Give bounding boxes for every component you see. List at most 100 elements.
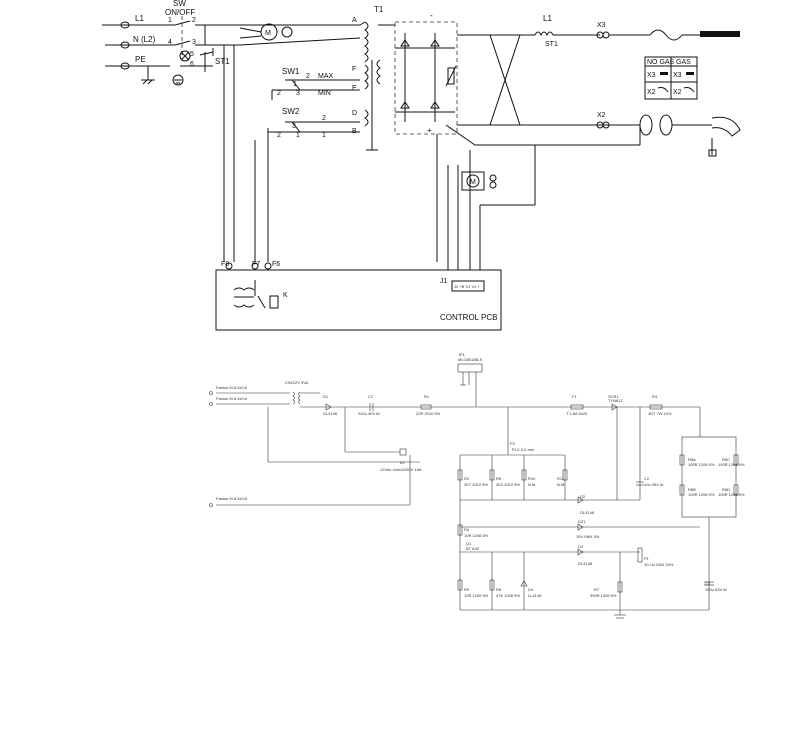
svg-text:M: M	[265, 30, 271, 37]
svg-text:100u 63V Al: 100u 63V Al	[705, 587, 727, 592]
svg-text:F8: F8	[221, 261, 229, 268]
svg-text:MIN: MIN	[318, 90, 331, 97]
svg-text:K1: K1	[400, 460, 406, 465]
control-pcb: CONTROL PCB F8 F7 F6 K J1 J2 +B V1 V1 +	[215, 261, 502, 331]
svg-text:1: 1	[296, 132, 300, 139]
svg-text:D4: D4	[528, 587, 534, 592]
svg-text:100R 1206 5%: 100R 1206 5%	[718, 462, 745, 467]
svg-text:D2: D2	[580, 494, 586, 499]
svg-text:D: D	[352, 110, 357, 117]
svg-text:230/12V 3VA: 230/12V 3VA	[285, 380, 309, 385]
svg-text:F7: F7	[252, 261, 260, 268]
svg-text:D3: D3	[578, 544, 584, 549]
svg-text:2: 2	[306, 73, 310, 80]
svg-text:R2: R2	[464, 476, 470, 481]
svg-text:SW2: SW2	[282, 107, 300, 116]
svg-text:100R 1206 5%: 100R 1206 5%	[688, 492, 715, 497]
svg-text:2: 2	[277, 132, 281, 139]
bottom-transformer: 230/12V 3VA	[267, 380, 700, 463]
svg-text:BT A42: BT A42	[466, 546, 480, 551]
pcb-transformer-icon	[233, 287, 255, 291]
sw-title-2: ON/OFF	[165, 8, 195, 17]
fan-icon	[281, 26, 293, 38]
svg-text:P2: P2	[510, 441, 516, 446]
svg-text:5: 5	[190, 51, 194, 58]
svg-text:DZ1: DZ1	[578, 519, 586, 524]
svg-text:22R 2010 5%: 22R 2010 5%	[416, 411, 441, 416]
work-clamp-icon	[700, 31, 740, 37]
label-pe: PE	[135, 55, 146, 64]
svg-text:M: M	[470, 179, 476, 186]
svg-text:D1: D1	[323, 394, 329, 399]
svg-text:A: A	[352, 17, 357, 24]
transformer-t1: T1 A F E D B	[352, 5, 384, 151]
svg-text:TYN612: TYN612	[608, 398, 623, 403]
torch-icon	[711, 116, 741, 137]
lamp-icon	[179, 50, 191, 62]
svg-text:N.M.: N.M.	[557, 482, 565, 487]
svg-text:R6: R6	[496, 587, 502, 592]
svg-text:R11: R11	[557, 476, 565, 481]
svg-text:X2: X2	[673, 89, 682, 96]
svg-text:JP1: JP1	[458, 352, 466, 357]
svg-text:Faston M 6,3x0,8: Faston M 6,3x0,8	[216, 385, 248, 390]
svg-text:X3: X3	[647, 72, 656, 79]
bottom-connector-jp1: JP1 MLG8018B-S	[457, 352, 483, 407]
svg-text:1: 1	[322, 132, 326, 139]
svg-text:LL4148: LL4148	[528, 593, 542, 598]
label-l1: L1	[135, 14, 144, 23]
svg-text:SCR1: SCR1	[608, 394, 619, 399]
svg-text:220u 40V Al: 220u 40V Al	[358, 411, 380, 416]
svg-text:C3: C3	[705, 581, 711, 586]
svg-text:T1: T1	[374, 5, 384, 14]
bottom-inputs: Faston M 6,3x0,8 Faston M 6,3x0,8 Faston…	[209, 385, 411, 507]
svg-text:X3: X3	[673, 72, 682, 79]
control-pcb-box	[215, 269, 502, 331]
svg-text:F: F	[352, 66, 356, 73]
control-pcb-label: CONTROL PCB	[440, 313, 498, 322]
svg-text:47K 1206 5%: 47K 1206 5%	[496, 593, 520, 598]
relay-coil-icon	[269, 295, 279, 309]
svg-text:DL4148: DL4148	[578, 561, 593, 566]
svg-text:10 Lin 2W4 20%: 10 Lin 2W4 20%	[644, 562, 674, 567]
svg-text:J1: J1	[440, 278, 448, 285]
svg-text:P1: P1	[644, 556, 650, 561]
svg-text:390R 1206 5%: 390R 1206 5%	[590, 593, 617, 598]
welding-cable	[649, 29, 683, 41]
svg-text:R4: R4	[464, 527, 470, 532]
svg-text:X2: X2	[647, 89, 656, 96]
bottom-components: D1 DL4148 C1 220u 40V Al R1 22R 2010 5% …	[323, 394, 745, 619]
mains-input: L1 N (L2) PE	[102, 14, 175, 85]
svg-text:Faston M 6,3x0,8: Faston M 6,3x0,8	[216, 496, 248, 501]
svg-text:DL4148: DL4148	[580, 510, 595, 515]
svg-text:DL4148: DL4148	[323, 411, 338, 416]
svg-text:R8C: R8C	[722, 457, 730, 462]
svg-text:PLC 0,6 mm: PLC 0,6 mm	[512, 447, 535, 452]
svg-text:X2: X2	[597, 112, 606, 119]
svg-text:2: 2	[192, 17, 196, 24]
svg-text:R8B: R8B	[688, 487, 696, 492]
svg-text:GAS: GAS	[676, 59, 691, 66]
svg-text:3: 3	[192, 39, 196, 46]
svg-text:2K0 2010 5%: 2K0 2010 5%	[496, 482, 520, 487]
svg-text:2: 2	[277, 90, 281, 97]
svg-text:F1: F1	[572, 394, 577, 399]
svg-text:F6: F6	[272, 261, 280, 268]
svg-text:R7: R7	[594, 587, 600, 592]
svg-text:R8A: R8A	[688, 457, 696, 462]
svg-text:-: -	[430, 11, 433, 20]
svg-text:E: E	[352, 85, 357, 92]
svg-text:R9: R9	[464, 587, 470, 592]
svg-text:4: 4	[168, 39, 172, 46]
svg-text:MLG8018B-S: MLG8018B-S	[458, 357, 483, 362]
thermostat-st1: ST1	[199, 48, 230, 72]
svg-text:4R7 7W 10%: 4R7 7W 10%	[648, 411, 672, 416]
label-n: N (L2)	[133, 35, 156, 44]
svg-text:T 1,6A 5x20: T 1,6A 5x20	[566, 411, 588, 416]
motor-icon	[466, 174, 480, 188]
svg-text:100R 1206 5%: 100R 1206 5%	[718, 492, 745, 497]
svg-text:3: 3	[292, 123, 296, 130]
svg-text:L1: L1	[543, 14, 552, 23]
svg-text:10u 35V Al: 10u 35V Al	[644, 482, 663, 487]
